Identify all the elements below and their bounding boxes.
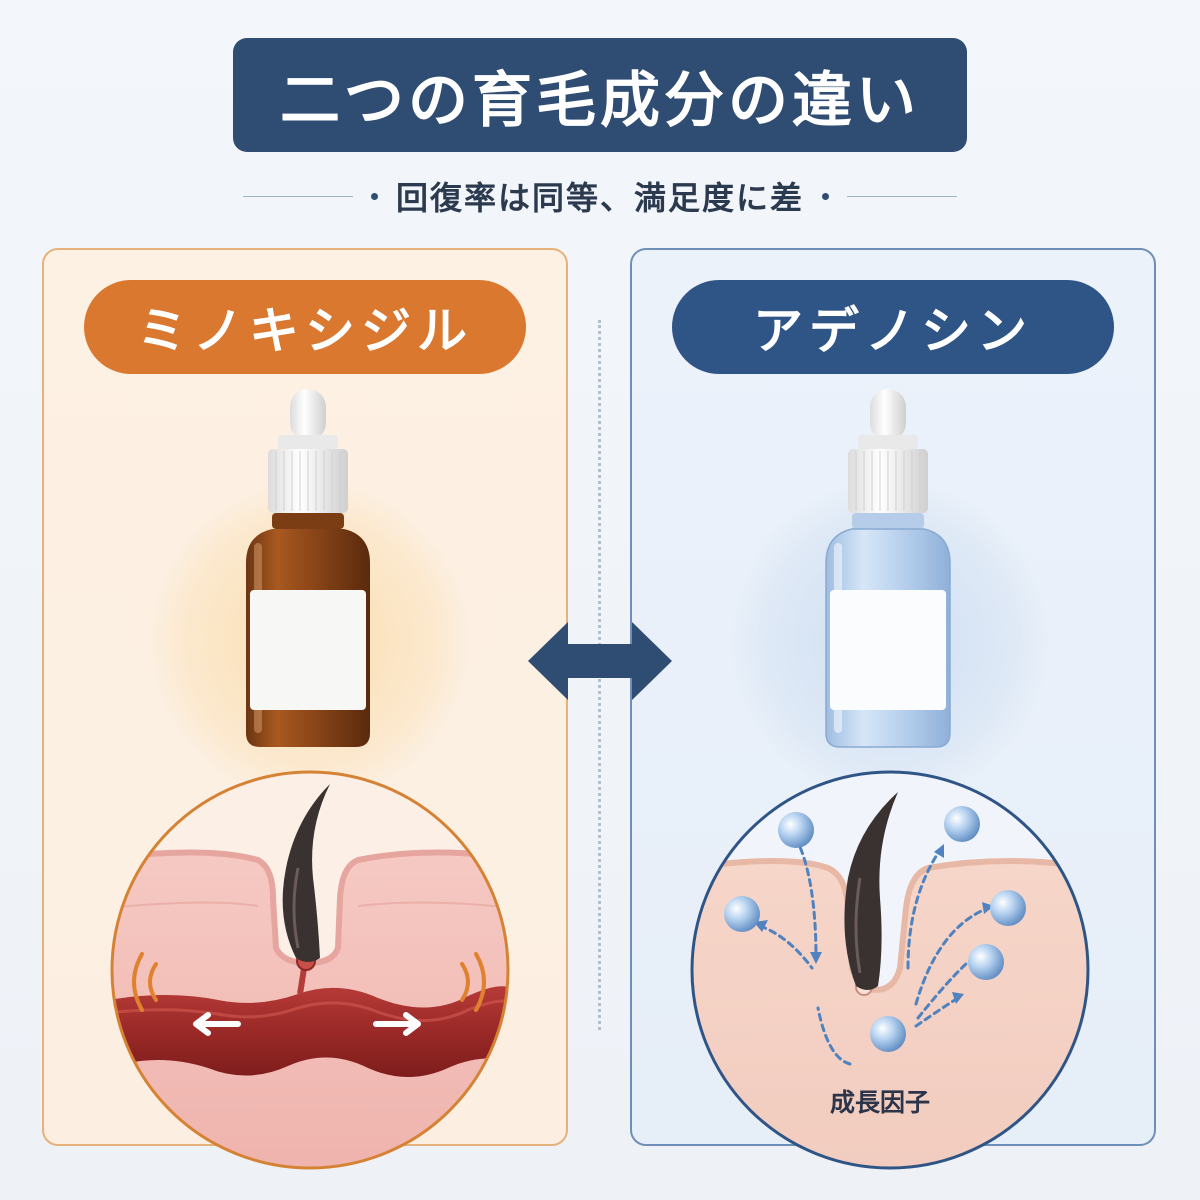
subtitle-dot-right (822, 192, 829, 200)
subtitle-line-right (847, 195, 957, 197)
adenosine-label: アデノシン (753, 302, 1033, 360)
double-arrow-icon (528, 622, 672, 700)
subtitle-line-left (242, 195, 353, 197)
title-banner: 二つの育毛成分の違い (233, 38, 967, 152)
adenosine-label-pill: アデノシン (672, 280, 1114, 374)
page-title: 二つの育毛成分の違い (280, 65, 920, 136)
subtitle-dot-left (370, 192, 378, 200)
growth-factor-illustration (690, 770, 1090, 1170)
minoxidil-label-pill: ミノキシジル (84, 280, 526, 374)
subtitle: 回復率は同等、満足度に差 (395, 179, 804, 217)
amber-bottle-icon (246, 389, 370, 747)
subtitle-row: 回復率は同等、満足度に差 (200, 172, 1000, 220)
vasodilation-illustration (110, 770, 510, 1170)
minoxidil-label: ミノキシジル (137, 302, 473, 360)
growth-factor-label: 成長因子 (829, 1088, 930, 1117)
clear-bottle-icon (825, 389, 951, 748)
